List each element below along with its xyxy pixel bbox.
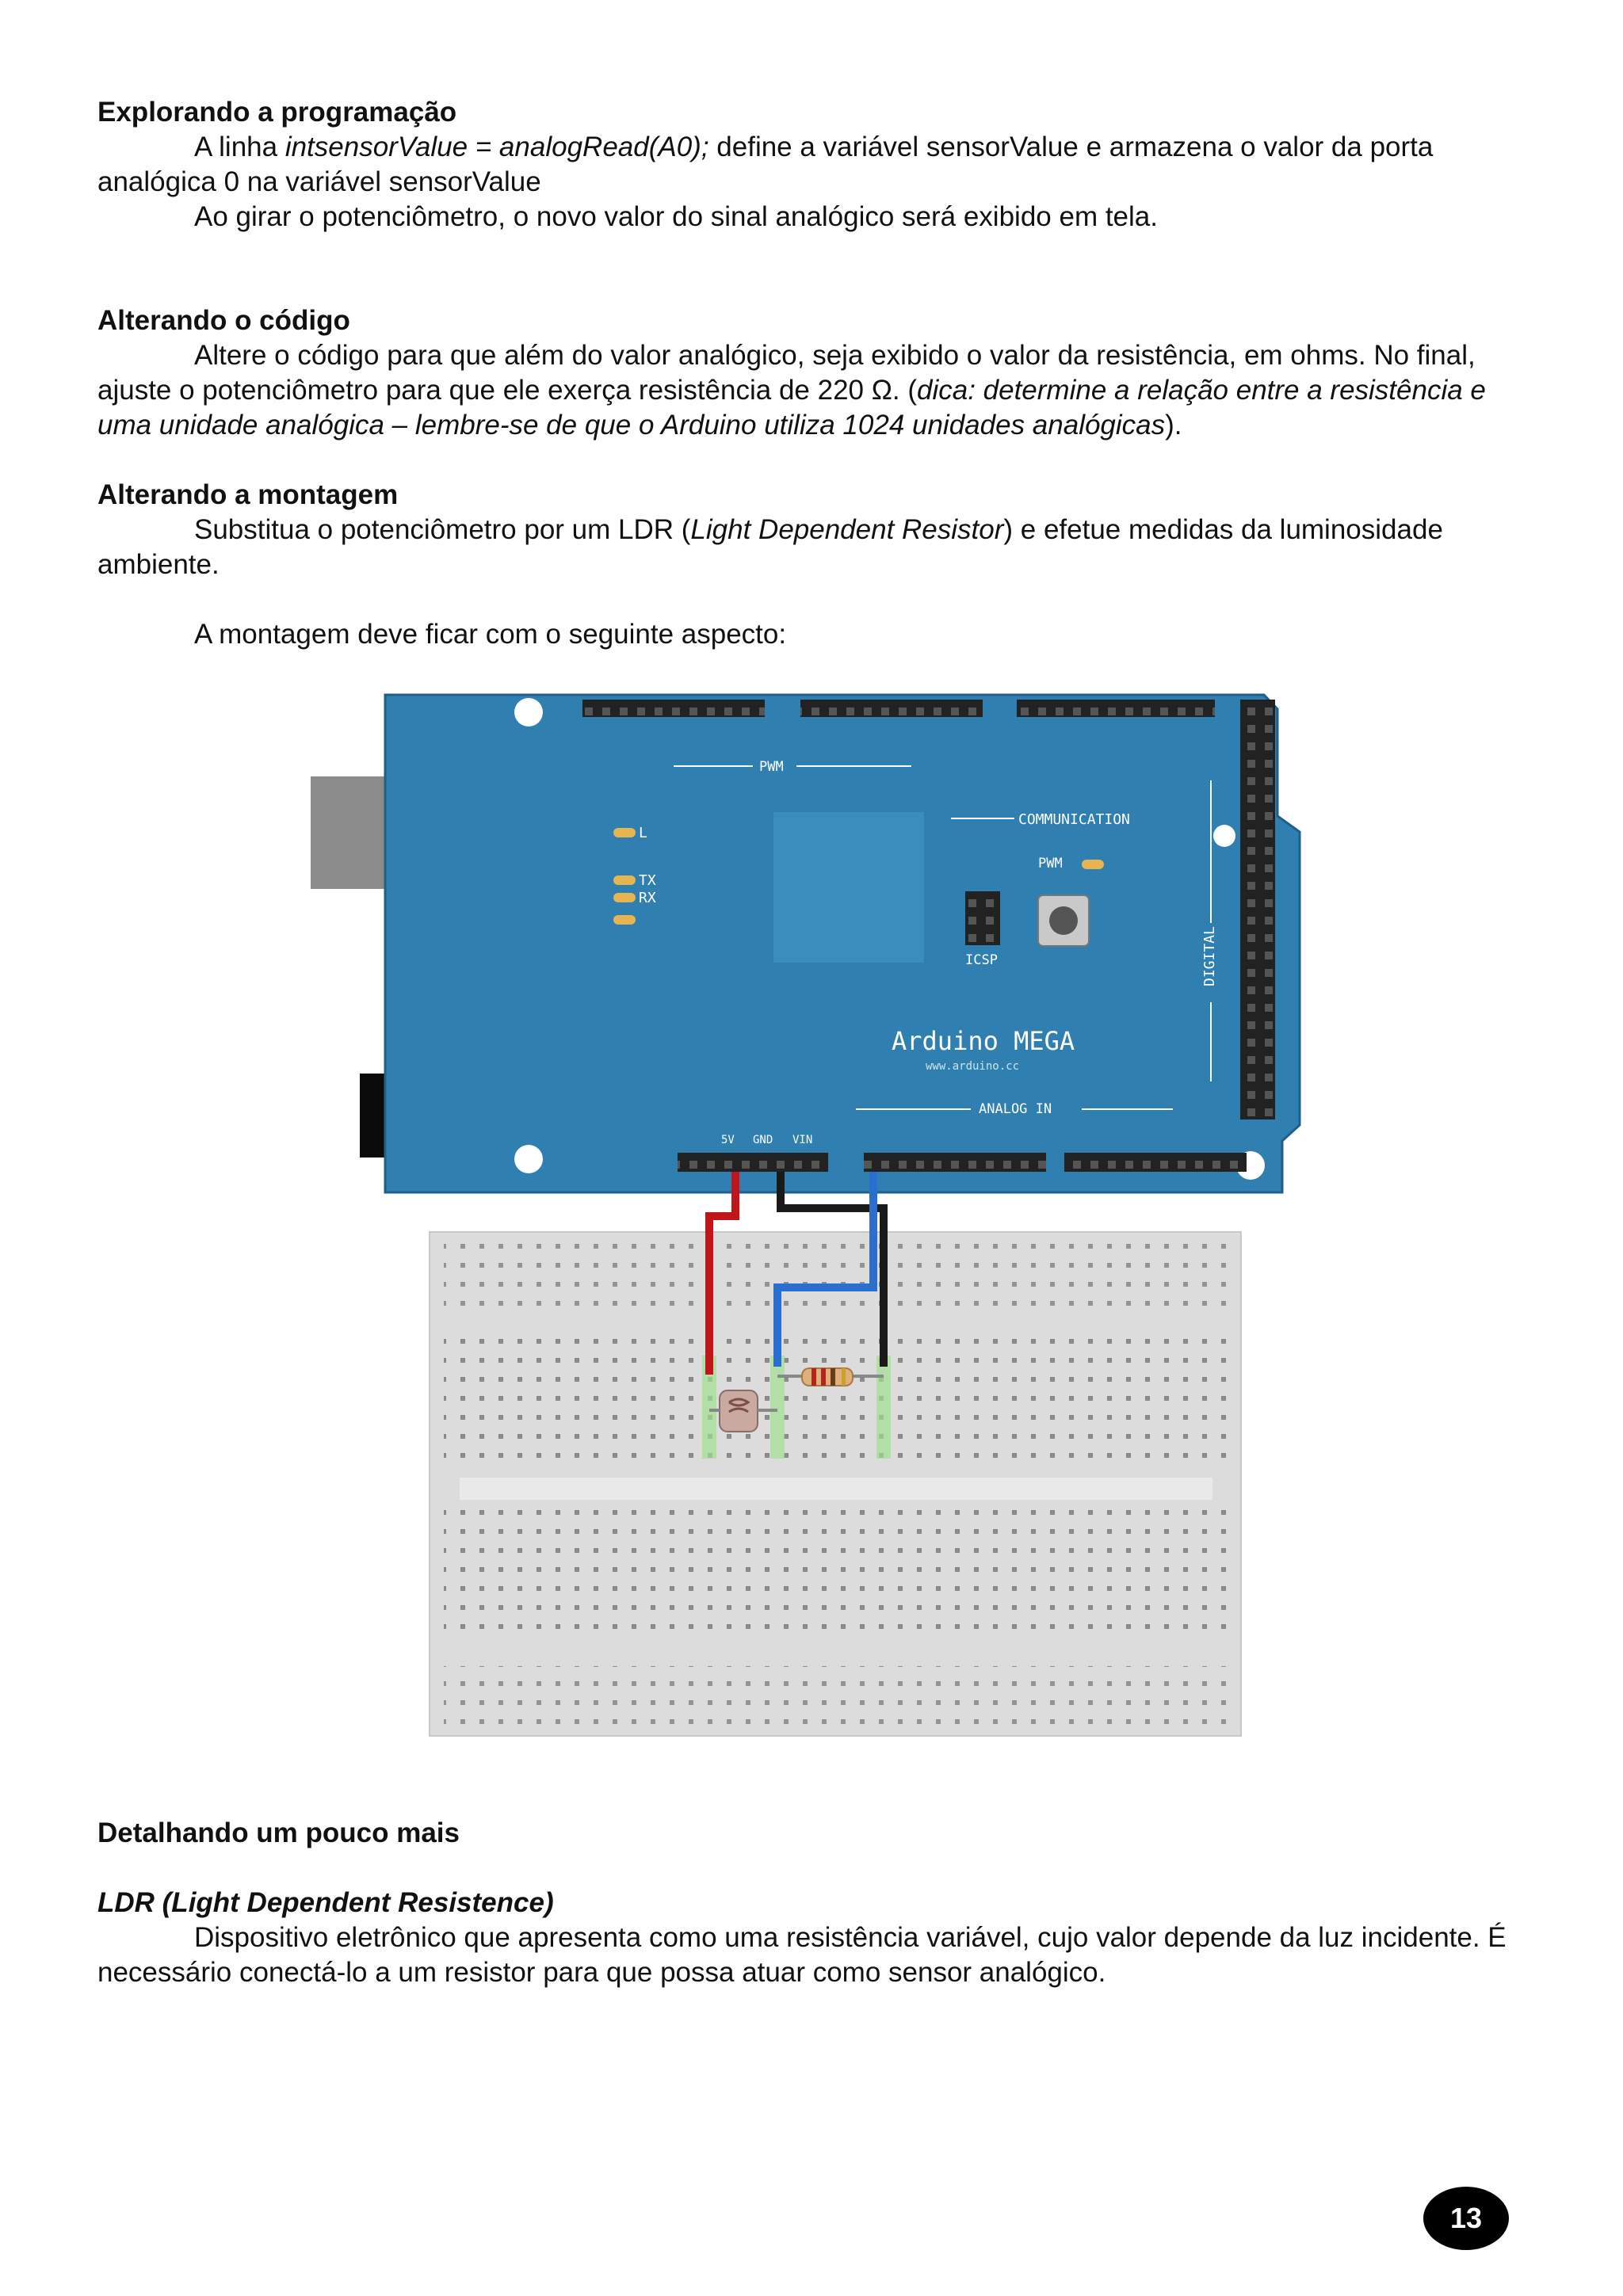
power-rail-top [444, 1240, 1228, 1306]
board-name: Arduino MEGA [892, 1026, 1075, 1056]
analog-header [1064, 1153, 1247, 1172]
mounting-hole [514, 1145, 543, 1173]
term: Light Dependent Resistor [690, 514, 1004, 545]
label-tx: TX [639, 872, 656, 889]
hint-text: dica: determine a relação entre a resist… [97, 375, 1486, 441]
board-url: www.arduino.cc [926, 1060, 1019, 1073]
circuit-figure: L TX RX PWM COMMUNICATION PWM ICSP Ardui… [301, 685, 1331, 1747]
digital-header [800, 700, 983, 717]
label-gnd: GND [753, 1134, 773, 1146]
label-vin: VIN [792, 1134, 812, 1146]
section-explorando: Explorando a programação A linha intsens… [97, 95, 1524, 235]
label-digital: DIGITAL [1201, 926, 1218, 986]
section-heading: Alterando a montagem [97, 479, 399, 510]
code-snippet: intsensorValue = analogRead(A0); [285, 132, 709, 162]
section-heading: Alterando o código [97, 305, 350, 336]
led-pwm [1082, 860, 1104, 869]
section-alterando-codigo: Alterando o código Altere o código para … [97, 303, 1524, 443]
analog-header [864, 1153, 1046, 1172]
communication-header [1017, 700, 1215, 717]
page-number: 13 [1423, 2187, 1509, 2250]
terminal-strip-bottom [444, 1509, 1228, 1632]
label-5v: 5V [721, 1134, 735, 1146]
label-communication: COMMUNICATION [1018, 811, 1130, 828]
label-pwm: PWM [759, 759, 784, 775]
subsection-heading: LDR (Light Dependent Resistence) [97, 1887, 554, 1918]
center-channel [460, 1478, 1212, 1500]
label-l: L [639, 825, 647, 841]
paragraph: Dispositivo eletrônico que apresenta com… [97, 1922, 1507, 1988]
wire-red-5v [705, 1172, 739, 1375]
paragraph: Altere o código para que além do valor a… [97, 340, 1486, 441]
power-rail-bottom [444, 1666, 1228, 1733]
led-rx [613, 893, 636, 902]
wire-black-gnd [777, 1172, 888, 1367]
power-header [678, 1153, 828, 1172]
digital-header [582, 700, 765, 717]
paragraph: A montagem deve ficar com o seguinte asp… [194, 619, 787, 650]
paragraph: Substitua o potenciômetro por um LDR (Li… [97, 514, 1443, 580]
icsp-header [965, 891, 1000, 945]
led-tx [613, 875, 636, 885]
section-alterando-montagem: Alterando a montagem Substitua o potenci… [97, 478, 1524, 652]
mounting-hole [514, 698, 543, 727]
section-heading: Explorando a programação [97, 97, 457, 128]
ldr-component [719, 1390, 758, 1432]
label-pwm-2: PWM [1038, 856, 1063, 871]
wire-blue-a0 [773, 1172, 877, 1367]
led-on [613, 915, 636, 925]
led-l [613, 828, 636, 837]
label-icsp: ICSP [965, 952, 998, 968]
reset-button-cap [1049, 906, 1078, 935]
section-heading: Detalhando um pouco mais [97, 1817, 460, 1848]
paragraph: Ao girar o potenciômetro, o novo valor d… [194, 201, 1158, 232]
circuit-diagram: L TX RX PWM COMMUNICATION PWM ICSP Ardui… [311, 693, 1301, 1737]
label-rx: RX [639, 890, 656, 906]
microcontroller [773, 812, 924, 963]
mounting-hole [1213, 825, 1235, 847]
digital-header-right [1240, 700, 1275, 1119]
label-analog-in: ANALOG IN [979, 1101, 1052, 1117]
terminal-strip-top [444, 1339, 1228, 1462]
section-detalhando: Detalhando um pouco mais LDR (Light Depe… [97, 1816, 1524, 1990]
paragraph: A linha intsensorValue = analogRead(A0);… [97, 132, 1434, 197]
